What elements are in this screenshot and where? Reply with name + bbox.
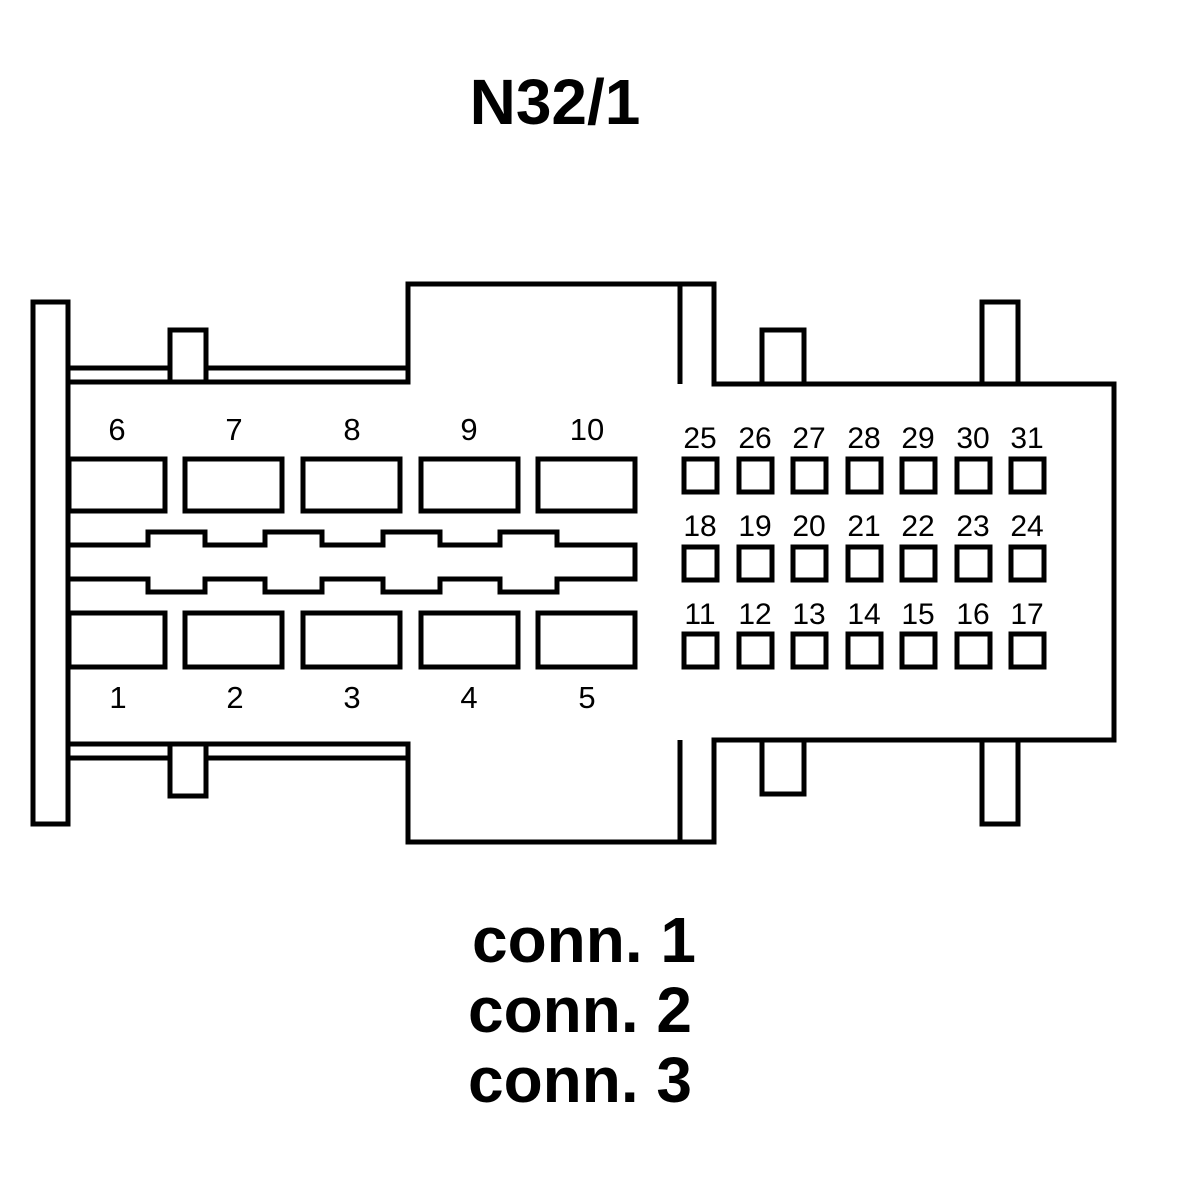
pin-label: 24 [1010, 510, 1043, 543]
pin-socket-25 [681, 456, 720, 495]
pin-socket-7 [182, 456, 285, 514]
pin-socket-12 [736, 631, 775, 670]
pin-label: 17 [1010, 598, 1043, 631]
pin-socket-8 [300, 456, 403, 514]
pin-label: 4 [460, 680, 477, 715]
pin-label: 30 [956, 422, 989, 455]
pin-label: 25 [683, 422, 716, 455]
pin-socket-17 [1008, 631, 1047, 670]
connector-housing [30, 281, 1117, 845]
pin-label: 1 [109, 680, 126, 715]
small-pins-row1: 25 26 27 28 29 30 31 [681, 422, 1047, 495]
connector-label: conn. 3 [468, 1044, 692, 1116]
diagram-title: N32/1 [470, 66, 641, 138]
pin-socket-13 [790, 631, 829, 670]
pin-label: 21 [847, 510, 880, 543]
pin-socket-19 [736, 544, 775, 583]
connector-label: conn. 1 [472, 904, 696, 976]
pin-label: 15 [901, 598, 934, 631]
pin-socket-9 [418, 456, 521, 514]
large-pins-bottom: 1 2 3 4 5 [66, 610, 638, 715]
pin-socket-4 [418, 610, 521, 670]
pin-label: 9 [460, 412, 477, 447]
small-pins-row2: 18 19 20 21 22 23 24 [681, 510, 1047, 583]
pin-label: 29 [901, 422, 934, 455]
pin-label: 27 [792, 422, 825, 455]
large-pins-top: 6 7 8 9 10 [66, 412, 638, 514]
pin-label: 13 [792, 598, 825, 631]
top-left-tab [167, 327, 209, 385]
pin-socket-21 [845, 544, 884, 583]
pin-socket-28 [845, 456, 884, 495]
left-end-plate [30, 299, 71, 827]
pin-label: 10 [570, 412, 604, 447]
pin-label: 6 [108, 412, 125, 447]
pin-label: 8 [343, 412, 360, 447]
pin-socket-2 [182, 610, 285, 670]
pin-socket-15 [899, 631, 938, 670]
pin-socket-26 [736, 456, 775, 495]
pin-socket-29 [899, 456, 938, 495]
pin-socket-22 [899, 544, 938, 583]
pin-label: 5 [578, 680, 595, 715]
pin-label: 7 [225, 412, 242, 447]
top-right-tab [759, 327, 807, 387]
bottom-right-tab [759, 737, 807, 797]
top-right-ear [979, 299, 1021, 387]
pin-socket-10 [535, 456, 638, 514]
pin-socket-6 [66, 456, 168, 514]
pin-label: 2 [226, 680, 243, 715]
pin-label: 12 [738, 598, 771, 631]
pin-socket-18 [681, 544, 720, 583]
pin-label: 14 [847, 598, 880, 631]
pin-label: 18 [683, 510, 716, 543]
pin-socket-27 [790, 456, 829, 495]
connector-label: conn. 2 [468, 974, 692, 1046]
bottom-right-ear [979, 737, 1021, 827]
pin-label: 26 [738, 422, 771, 455]
pin-socket-5 [535, 610, 638, 670]
pin-label: 28 [847, 422, 880, 455]
housing-body [68, 281, 1117, 845]
pin-socket-1 [66, 610, 168, 670]
bottom-left-tab [167, 741, 209, 799]
small-pins-row3: 11 12 13 14 15 16 17 [681, 598, 1047, 670]
pin-label: 23 [956, 510, 989, 543]
pin-socket-23 [954, 544, 993, 583]
pin-socket-20 [790, 544, 829, 583]
pin-label: 31 [1010, 422, 1043, 455]
pin-label: 16 [956, 598, 989, 631]
pin-label: 19 [738, 510, 771, 543]
pin-socket-16 [954, 631, 993, 670]
pin-socket-11 [681, 631, 720, 670]
keying-rib [65, 529, 638, 595]
pin-socket-3 [300, 610, 403, 670]
pin-socket-31 [1008, 456, 1047, 495]
connector-labels: conn. 1 conn. 2 conn. 3 [468, 904, 696, 1116]
pin-label: 11 [684, 598, 715, 631]
pin-label: 20 [792, 510, 825, 543]
pin-socket-30 [954, 456, 993, 495]
pin-label: 22 [901, 510, 934, 543]
pin-label: 3 [343, 680, 360, 715]
pin-socket-14 [845, 631, 884, 670]
pin-socket-24 [1008, 544, 1047, 583]
